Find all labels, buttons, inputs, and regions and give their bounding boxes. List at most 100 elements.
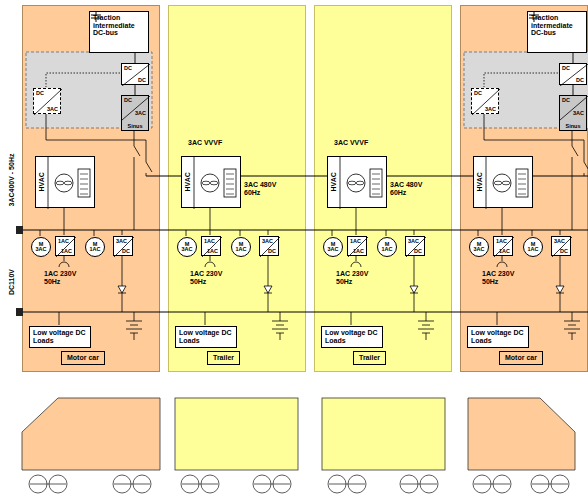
load-box: Low voltage DC Loads [175, 326, 237, 348]
car-body [22, 398, 160, 470]
node-text: Motor car [67, 354, 99, 362]
node-text: Low voltage DC Loads [179, 329, 233, 344]
node-text: Low voltage DC Loads [471, 329, 525, 344]
car-label: Motor car [61, 351, 105, 365]
car-wiring [332, 207, 434, 340]
bus-terminal [16, 226, 23, 234]
hvac-unit: HVAC [327, 156, 387, 208]
hvac-label-strip: HVAC [474, 157, 486, 207]
hvac-label-strip: HVAC [328, 157, 340, 207]
converter-box: 3ACDC [259, 236, 279, 256]
car-band: Motor carTraction intermediate DC-busDCD… [460, 5, 588, 372]
voltage-label: 3AC VVVF [334, 139, 378, 147]
node-text: 1AC [58, 238, 69, 244]
car-label: Trailer [207, 351, 240, 365]
car-wiring [478, 207, 580, 340]
bus-terminal [16, 308, 23, 316]
voltage-label: 1AC 230V 50Hz [190, 270, 234, 285]
converter-box: DC DC [559, 63, 587, 85]
node-text: 1AC [527, 247, 538, 253]
converter-box: DC3AC [33, 88, 61, 114]
node-text: 1AC [350, 238, 361, 244]
node-text: 1AC [381, 247, 392, 253]
motor-circle: M3AC [469, 237, 489, 257]
motor-circle: M3AC [177, 237, 197, 257]
voltage-label: 1AC 230V 50Hz [336, 270, 380, 285]
node-text: 3AC [573, 110, 584, 116]
hvac-label-strip: HVAC [182, 157, 194, 207]
converter-box: 3AC DC [113, 236, 133, 256]
node-text: 1AC [496, 238, 507, 244]
node-text: 1AC [207, 248, 218, 254]
node-text: 3AC [35, 247, 46, 253]
car-label: Motor car [499, 351, 543, 365]
node-text: HVAC [184, 172, 192, 191]
train-illustration [22, 398, 575, 493]
node-text: Low voltage DC Loads [33, 329, 87, 344]
motor-circle: M1AC [231, 237, 251, 257]
node-text: 3AC [116, 238, 127, 244]
voltage-label: 3AC 480V 60Hz [390, 181, 434, 196]
node-text: 1AC [61, 248, 72, 254]
dc-bus [22, 312, 588, 313]
node-text: Motor car [505, 354, 537, 362]
converter-box: 1AC 1AC [201, 236, 221, 256]
voltage-label: 3AC 480V 60Hz [244, 181, 288, 196]
node-text: DC [560, 248, 568, 254]
node-text: DC [122, 248, 130, 254]
converter-box: DC3AC [471, 88, 499, 114]
vvvf-bus [146, 176, 588, 177]
load-box: Low voltage DC Loads [467, 326, 529, 348]
car-body [175, 398, 298, 470]
dc-bus-box: Traction intermediate DC-bus [89, 11, 149, 53]
voltage-label: 3AC400V - 50Hz [8, 154, 16, 207]
node-text: 3AC [408, 238, 419, 244]
node-text: 1AC [499, 248, 510, 254]
node-text: DC [414, 248, 422, 254]
ac-bus [22, 230, 588, 231]
hvac-unit: HVAC [181, 156, 241, 208]
dc-bus-box: Traction intermediate DC-bus [527, 11, 587, 53]
hvac-label-strip: HVAC [36, 157, 48, 207]
node-text: HVAC [38, 172, 46, 191]
node-text: 3AC [262, 238, 273, 244]
node-text: DC [124, 97, 132, 103]
hvac-unit: HVAC [35, 156, 95, 208]
car-wiring [40, 207, 142, 340]
motor-circle: M3AC [323, 237, 343, 257]
car-body [322, 398, 445, 470]
node-text: Sinus [566, 123, 581, 129]
node-text: DC [562, 65, 570, 71]
node-text: Traction intermediate DC-bus [531, 14, 583, 37]
node-text: Trailer [359, 354, 380, 362]
car-band: Trailer HVAC M3AC 1AC 1AC M1AC 3ACDC Low voltag… [168, 5, 306, 372]
node-text: DC [138, 77, 146, 83]
motor-car-wiring [26, 52, 152, 230]
node-text: Trailer [213, 354, 234, 362]
motor-car-wiring [464, 52, 588, 230]
node-text: 3AC [554, 238, 565, 244]
node-text: DC [576, 77, 584, 83]
node-text: HVAC [476, 172, 484, 191]
converter-box: 1AC 1AC [493, 236, 513, 256]
car-wiring [186, 207, 288, 340]
car-band: TrailerHVACM3AC1AC1ACM1AC3ACDCLow voltag… [314, 5, 452, 372]
node-text: 1AC [353, 248, 364, 254]
hvac-unit: HVAC [473, 156, 533, 208]
node-text: 3AC [135, 110, 146, 116]
voltage-label: 3AC VVVF [188, 139, 232, 147]
voltage-label: 1AC 230V 50Hz [44, 270, 88, 285]
connector-line [573, 85, 574, 95]
node-text: 3AC [485, 106, 496, 112]
converter-box: 1AC 1AC [55, 236, 75, 256]
node-text: 3AC [327, 247, 338, 253]
voltage-label: DC110V [8, 269, 16, 295]
converter-box: DC3ACSinus [559, 95, 587, 131]
node-text: 1AC [204, 238, 215, 244]
converter-box: 3AC DC [551, 236, 571, 256]
converter-box: DC 3AC Sinus [121, 95, 149, 131]
converter-box: 1AC 1AC [347, 236, 367, 256]
car-body [468, 398, 575, 470]
node-text: Sinus [128, 123, 143, 129]
